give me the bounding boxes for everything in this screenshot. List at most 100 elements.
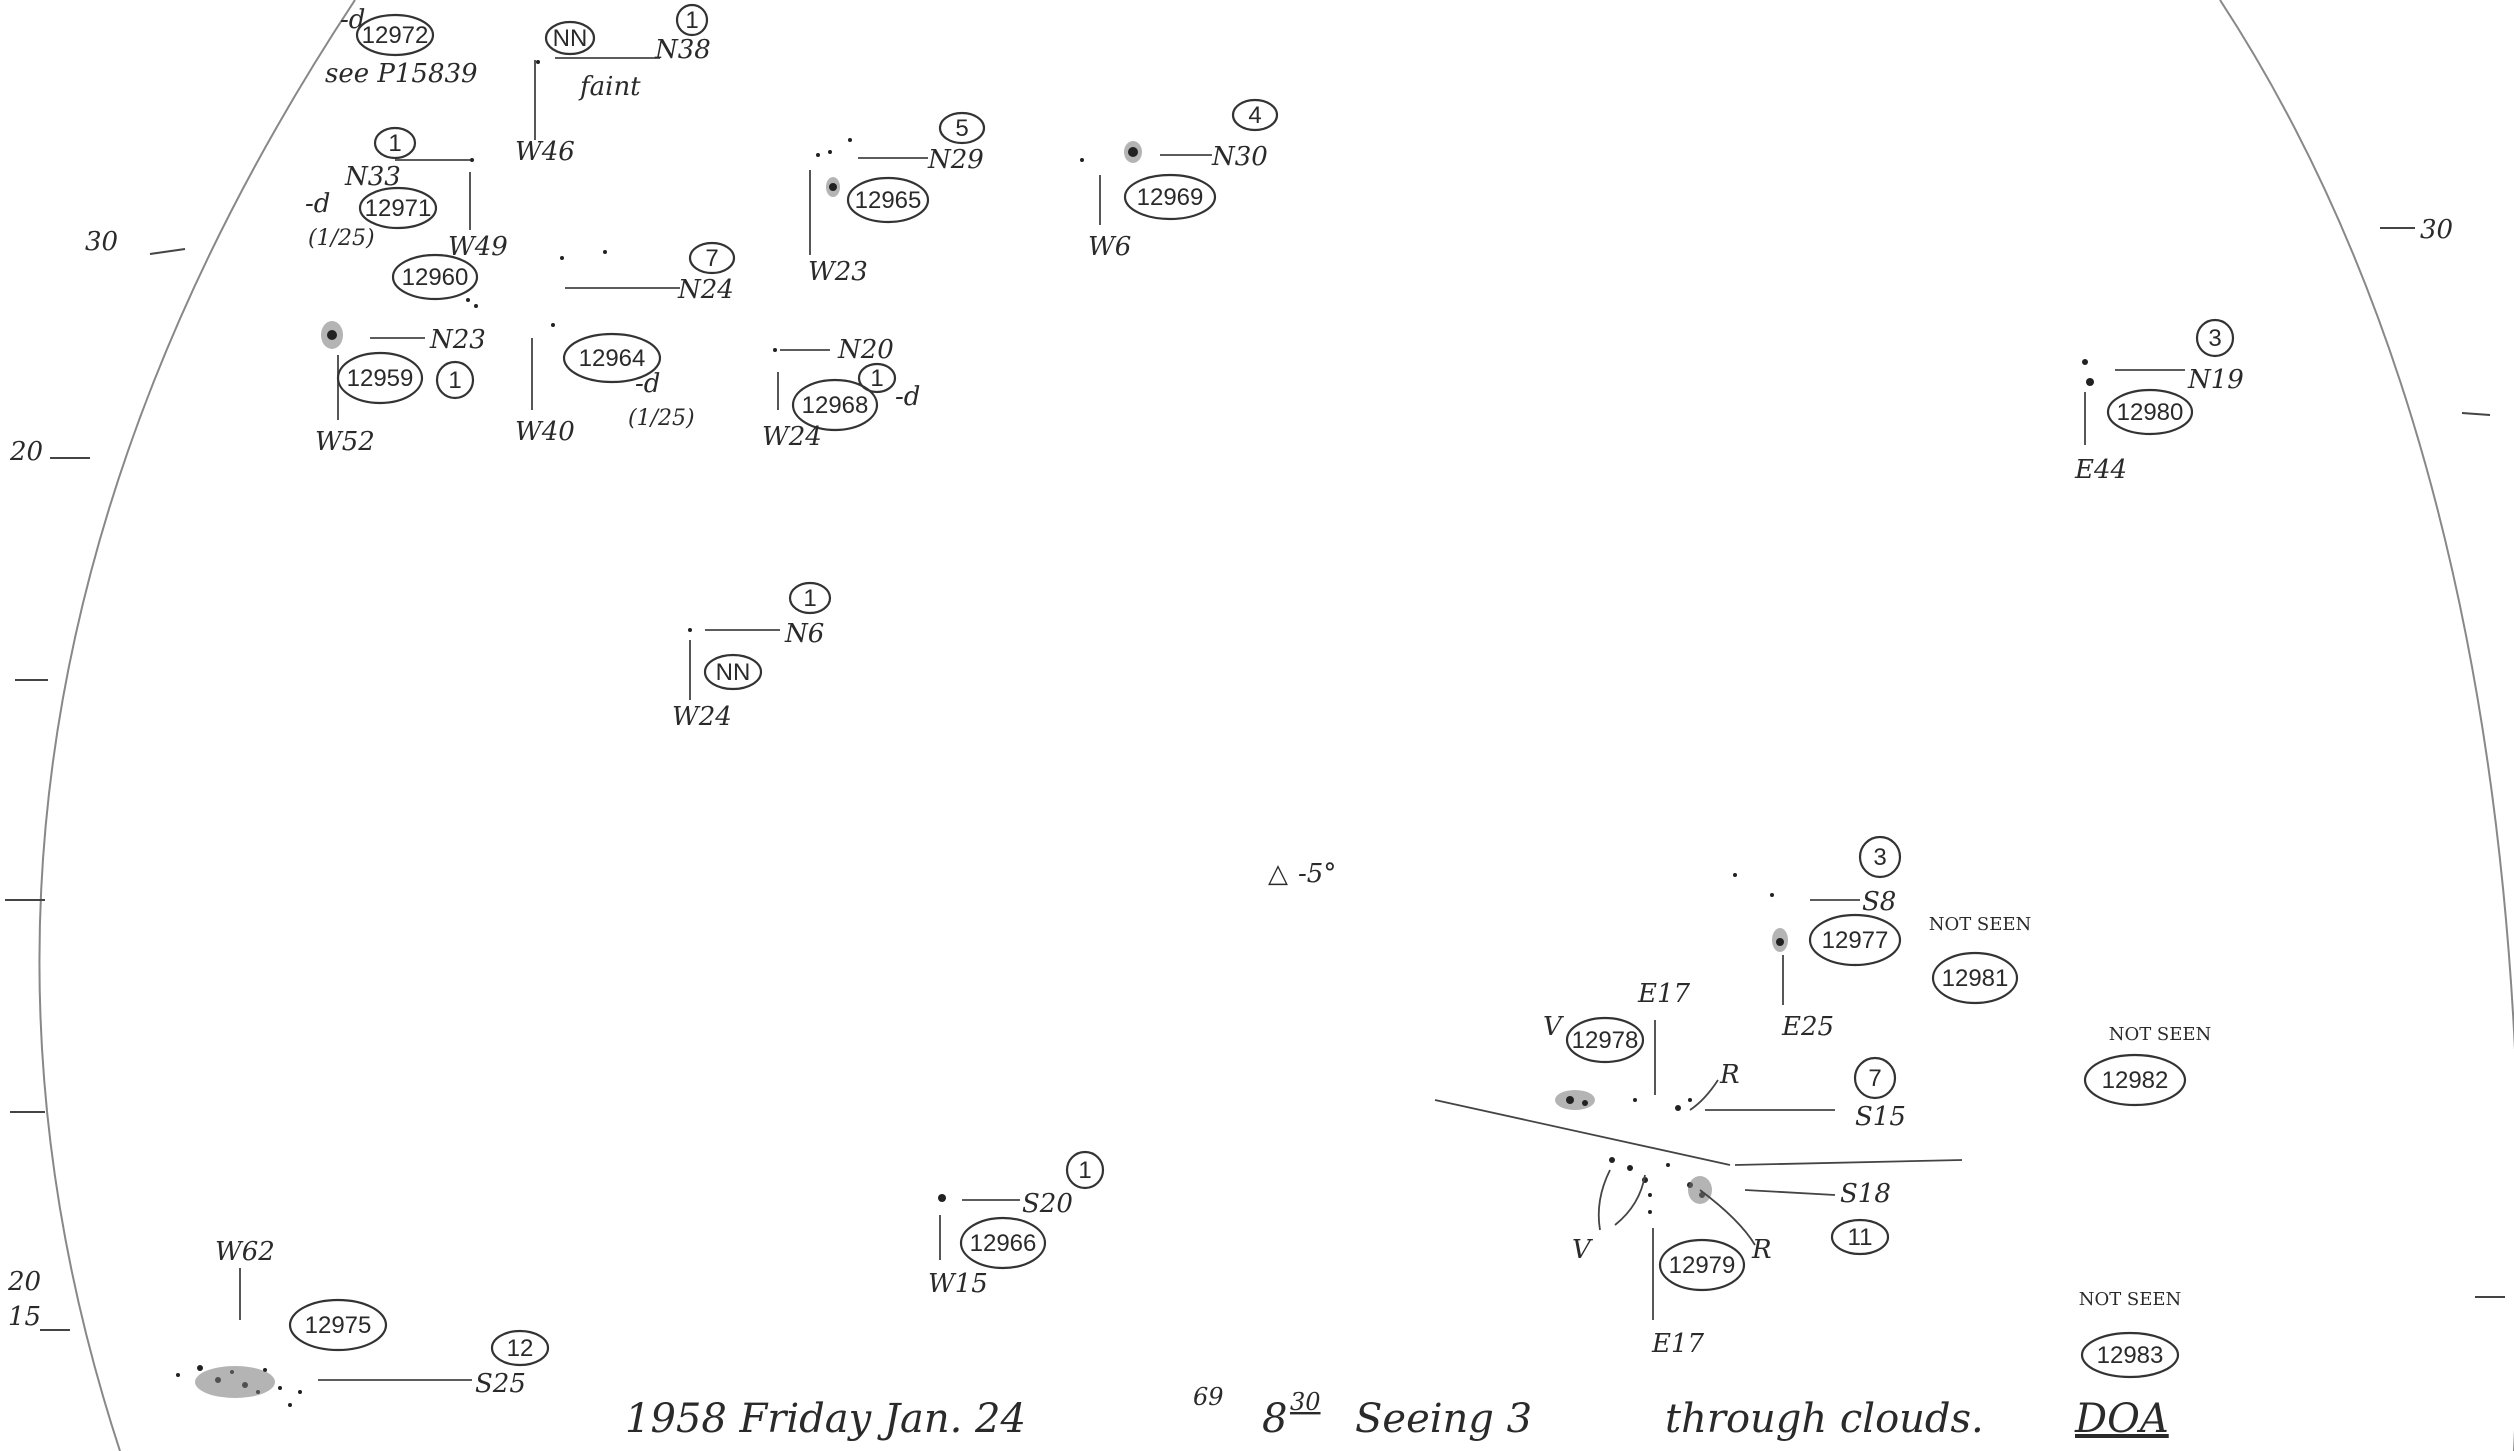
svg-text:NOT SEEN: NOT SEEN [2109,1024,2212,1045]
svg-text:S20: S20 [1022,1189,1073,1219]
svg-text:12964: 12964 [579,345,646,372]
group-12982: NOT SEEN 12982 [2083,1024,2212,1107]
center-triangle-icon: △ [1268,859,1288,889]
svg-text:NOT SEEN: NOT SEEN [2079,1289,2182,1310]
footer-time-hour: 8 [1262,1396,1287,1442]
svg-text:12980: 12980 [2117,399,2184,426]
group-12968: N20 1 12968 -d W24 [762,335,920,452]
svg-text:3: 3 [2208,325,2221,352]
svg-text:5: 5 [955,115,968,142]
group-12983: NOT SEEN 12983 [2079,1289,2182,1379]
equator-line [1434,1099,1731,1166]
limb-ticks [5,227,2505,1331]
svg-text:1: 1 [448,367,461,394]
svg-text:R: R [1719,1060,1740,1090]
svg-text:N30: N30 [1211,142,1268,172]
svg-text:1: 1 [1078,1157,1091,1184]
svg-text:12959: 12959 [347,365,414,392]
svg-text:E44: E44 [2074,455,2127,485]
svg-text:E17: E17 [1651,1329,1705,1359]
svg-text:12975: 12975 [305,1312,372,1339]
center-mark: -5° [1298,859,1336,889]
svg-text:12978: 12978 [1572,1027,1639,1054]
footer-seeing: Seeing 3 [1355,1396,1532,1442]
svg-text:N24: N24 [677,275,734,305]
group-12959: N23 12959 1 W52 [315,321,486,457]
svg-text:12966: 12966 [970,1230,1037,1257]
svg-text:NN: NN [716,659,751,686]
svg-text:1: 1 [388,130,401,157]
svg-text:S8: S8 [1862,887,1896,917]
svg-text:4: 4 [1248,102,1261,129]
footer-day-fraction: 69 [1193,1383,1224,1411]
svg-text:N19: N19 [2187,365,2244,395]
svg-text:12972: 12972 [362,22,429,49]
svg-text:faint: faint [578,72,641,102]
svg-text:W24: W24 [672,702,732,732]
svg-text:R: R [1751,1235,1772,1265]
svg-text:N23: N23 [429,325,486,355]
svg-text:12968: 12968 [802,392,869,419]
svg-text:12965: 12965 [855,187,922,214]
footer-note: through clouds. [1665,1396,1984,1442]
group-12980: 3 N19 12980 E44 [2074,318,2244,485]
group-12975: W62 12975 12 S25 [176,1237,550,1407]
svg-text:see P15839: see P15839 [325,59,478,89]
svg-text:NOT SEEN: NOT SEEN [1929,914,2032,935]
group-12981: NOT SEEN 12981 [1929,914,2032,1005]
svg-text:S25: S25 [475,1369,526,1399]
group-12978: E17 V 12978 R 7 S15 [1543,979,1906,1132]
footer-time-minutes: 30 [1290,1388,1321,1416]
svg-text:(1/25): (1/25) [628,406,695,431]
solar-limb-left [38,0,356,1451]
group-12969: 4 N30 12969 W6 [1080,98,1279,262]
reference-line [1734,1159,1963,1166]
svg-text:1: 1 [685,7,698,34]
group-12977: 3 S8 12977 E25 [1733,835,1902,1042]
footer-initials: DOA [2074,1396,2169,1442]
svg-text:W6: W6 [1088,232,1131,262]
svg-text:12960: 12960 [402,264,469,291]
svg-text:N38: N38 [654,35,711,65]
svg-text:E25: E25 [1781,1012,1834,1042]
observation-footer: 1958 Friday Jan. 24 69 8 30 Seeing 3 thr… [625,1383,2169,1442]
svg-text:11: 11 [1848,1224,1873,1251]
svg-text:S15: S15 [1855,1102,1906,1132]
svg-text:V: V [1572,1235,1593,1265]
svg-text:S18: S18 [1840,1179,1891,1209]
svg-text:(1/25): (1/25) [308,226,375,251]
svg-text:-d: -d [305,189,330,219]
svg-text:12982: 12982 [2102,1067,2169,1094]
svg-text:7: 7 [705,245,718,272]
group-12972: -d 12972 see P15839 [325,5,478,89]
svg-text:12971: 12971 [365,195,432,222]
svg-text:N20: N20 [837,335,894,365]
svg-text:N29: N29 [927,145,984,175]
group-12960: 12960 [391,253,479,308]
svg-text:W49: W49 [448,232,508,262]
svg-text:-d: -d [340,5,365,35]
svg-text:N6: N6 [784,619,824,649]
group-12965: 5 N29 12965 W23 [808,111,986,287]
svg-text:W23: W23 [808,257,868,287]
group-nn-n6: 1 N6 NN W24 [672,581,832,732]
svg-text:7: 7 [1868,1065,1881,1092]
limb-label-left-30: 30 [85,227,118,257]
svg-text:-d: -d [895,382,920,412]
svg-text:12: 12 [507,1335,534,1362]
footer-date: 1958 Friday Jan. 24 [625,1396,1026,1442]
svg-text:-d: -d [635,369,660,399]
limb-label-bottom-15: 15 [8,1302,41,1332]
group-12971: 1 N33 -d 12971 (1/25) W49 [305,126,508,262]
svg-text:12969: 12969 [1137,184,1204,211]
svg-text:W62: W62 [215,1237,275,1267]
svg-text:12981: 12981 [1942,965,2009,992]
group-nn-faint: NN 1 N38 faint W46 [515,3,711,167]
limb-label-right-30: 30 [2420,215,2453,245]
svg-text:12983: 12983 [2097,1342,2164,1369]
svg-text:W24: W24 [762,422,822,452]
svg-text:1: 1 [870,365,883,392]
svg-text:NN: NN [553,25,588,52]
svg-text:V: V [1543,1012,1564,1042]
